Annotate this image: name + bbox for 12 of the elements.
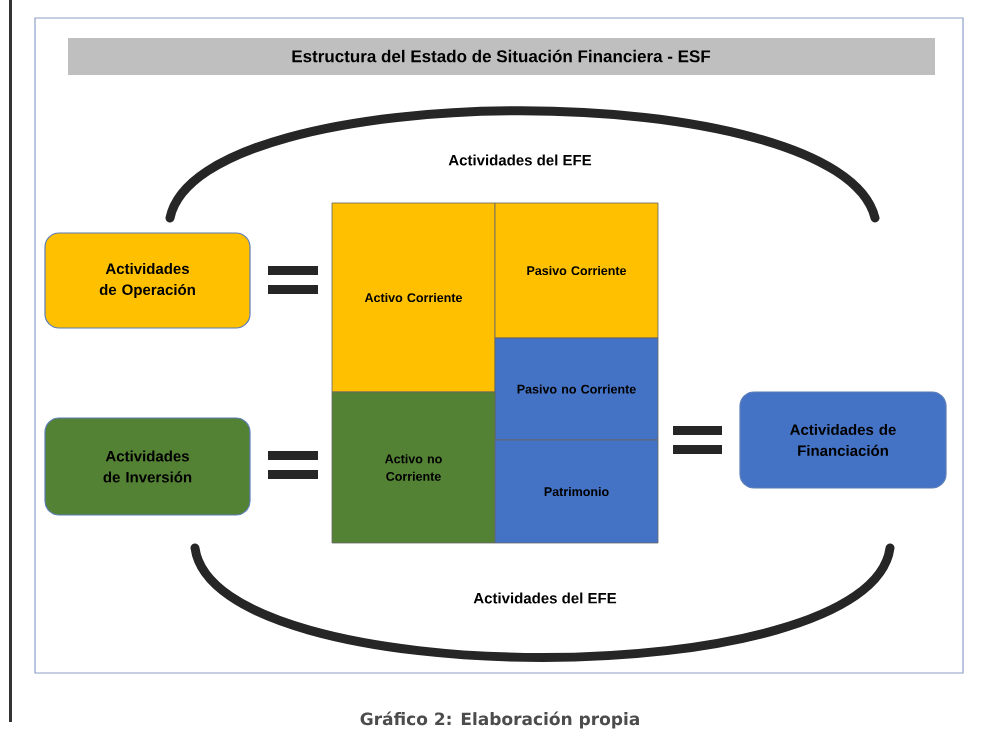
account-block: Pasivo no Corriente (494, 337, 659, 441)
arc-label: Actividades del EFE (471, 590, 619, 606)
account-block: Patrimonio (494, 439, 659, 544)
activity-box: Actividades de Operación (44, 232, 251, 329)
activity-box: Actividades de Inversión (44, 417, 251, 516)
title-band: Estructura del Estado de Situación Financiera - ESF (68, 38, 935, 75)
activity-box: Actividades de Financiación (739, 391, 947, 489)
account-block: Activo no Corriente (331, 391, 496, 544)
caption: Gráfico 2: Elaboración propia (360, 711, 639, 729)
arc-label: Actividades del EFE (446, 152, 594, 168)
account-block: Pasivo Corriente (494, 202, 659, 339)
account-block: Activo Corriente (331, 202, 496, 393)
